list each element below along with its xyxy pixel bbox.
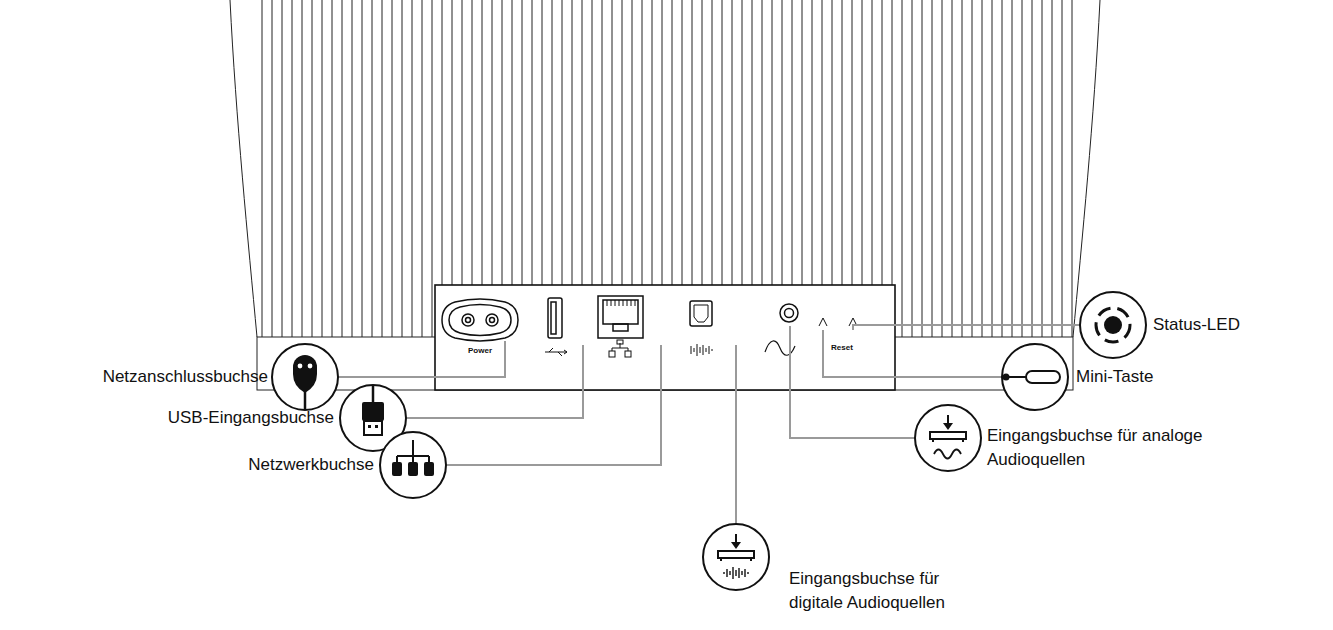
callout-label: Netzanschlussbuchse — [103, 365, 268, 389]
leader-lines — [338, 325, 1080, 524]
port-label: Reset — [831, 342, 853, 353]
callout-label: USB-Eingangsbuchse — [168, 406, 334, 430]
port-label: Power — [468, 345, 492, 356]
callout-label: Eingangsbuchse für analoge Audioquellen — [987, 424, 1215, 472]
callout-label: Status-LED — [1153, 313, 1240, 337]
callout-label: Mini-Taste — [1076, 365, 1153, 389]
callout-label: Eingangsbuchse für digitale Audioquellen — [789, 567, 984, 615]
callout-label: Netzwerkbuchse — [248, 453, 374, 477]
housing — [230, 0, 1100, 390]
